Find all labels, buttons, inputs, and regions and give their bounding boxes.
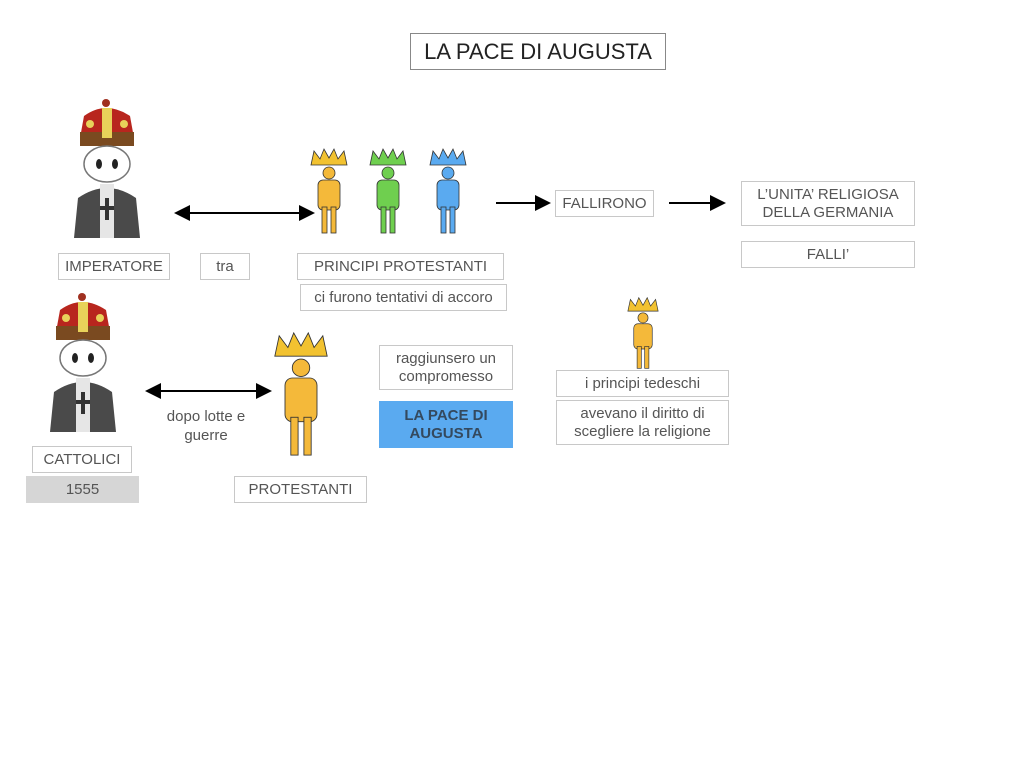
princes-label: PRINCIPI PROTESTANTI — [297, 253, 504, 280]
emperor-icon — [74, 99, 140, 238]
between-label: tra — [200, 253, 250, 280]
catholics-label: CATTOLICI — [32, 446, 132, 473]
year-badge: 1555 — [26, 476, 139, 503]
protestant-figure-icon — [274, 331, 328, 456]
german-prince-icon — [627, 296, 659, 369]
protestants-label: PROTESTANTI — [234, 476, 367, 503]
right-to-choose-label: avevano il diritto di scegliere la relig… — [556, 400, 729, 445]
prince-green-icon — [369, 148, 407, 234]
prince-blue-icon — [429, 148, 467, 234]
peace-of-augsburg-box: LA PACE DI AUGUSTA — [379, 401, 513, 448]
prince-yellow-icon — [310, 148, 348, 234]
struggle-label: dopo lotte e guerre — [166, 408, 246, 444]
compromise-label: raggiunsero un compromesso — [379, 345, 513, 390]
german-princes-label: i principi tedeschi — [556, 370, 729, 397]
failed-label: FALLIRONO — [555, 190, 654, 217]
emperor-label: IMPERATORE — [58, 253, 170, 280]
unity-failed-label: FALLI’ — [741, 241, 915, 268]
page-title: LA PACE DI AUGUSTA — [410, 33, 666, 70]
catholic-emperor-icon — [50, 293, 116, 432]
attempts-label: ci furono tentativi di accoro — [300, 284, 507, 311]
religious-unity-label: L’UNITA’ RELIGIOSA DELLA GERMANIA — [741, 181, 915, 226]
